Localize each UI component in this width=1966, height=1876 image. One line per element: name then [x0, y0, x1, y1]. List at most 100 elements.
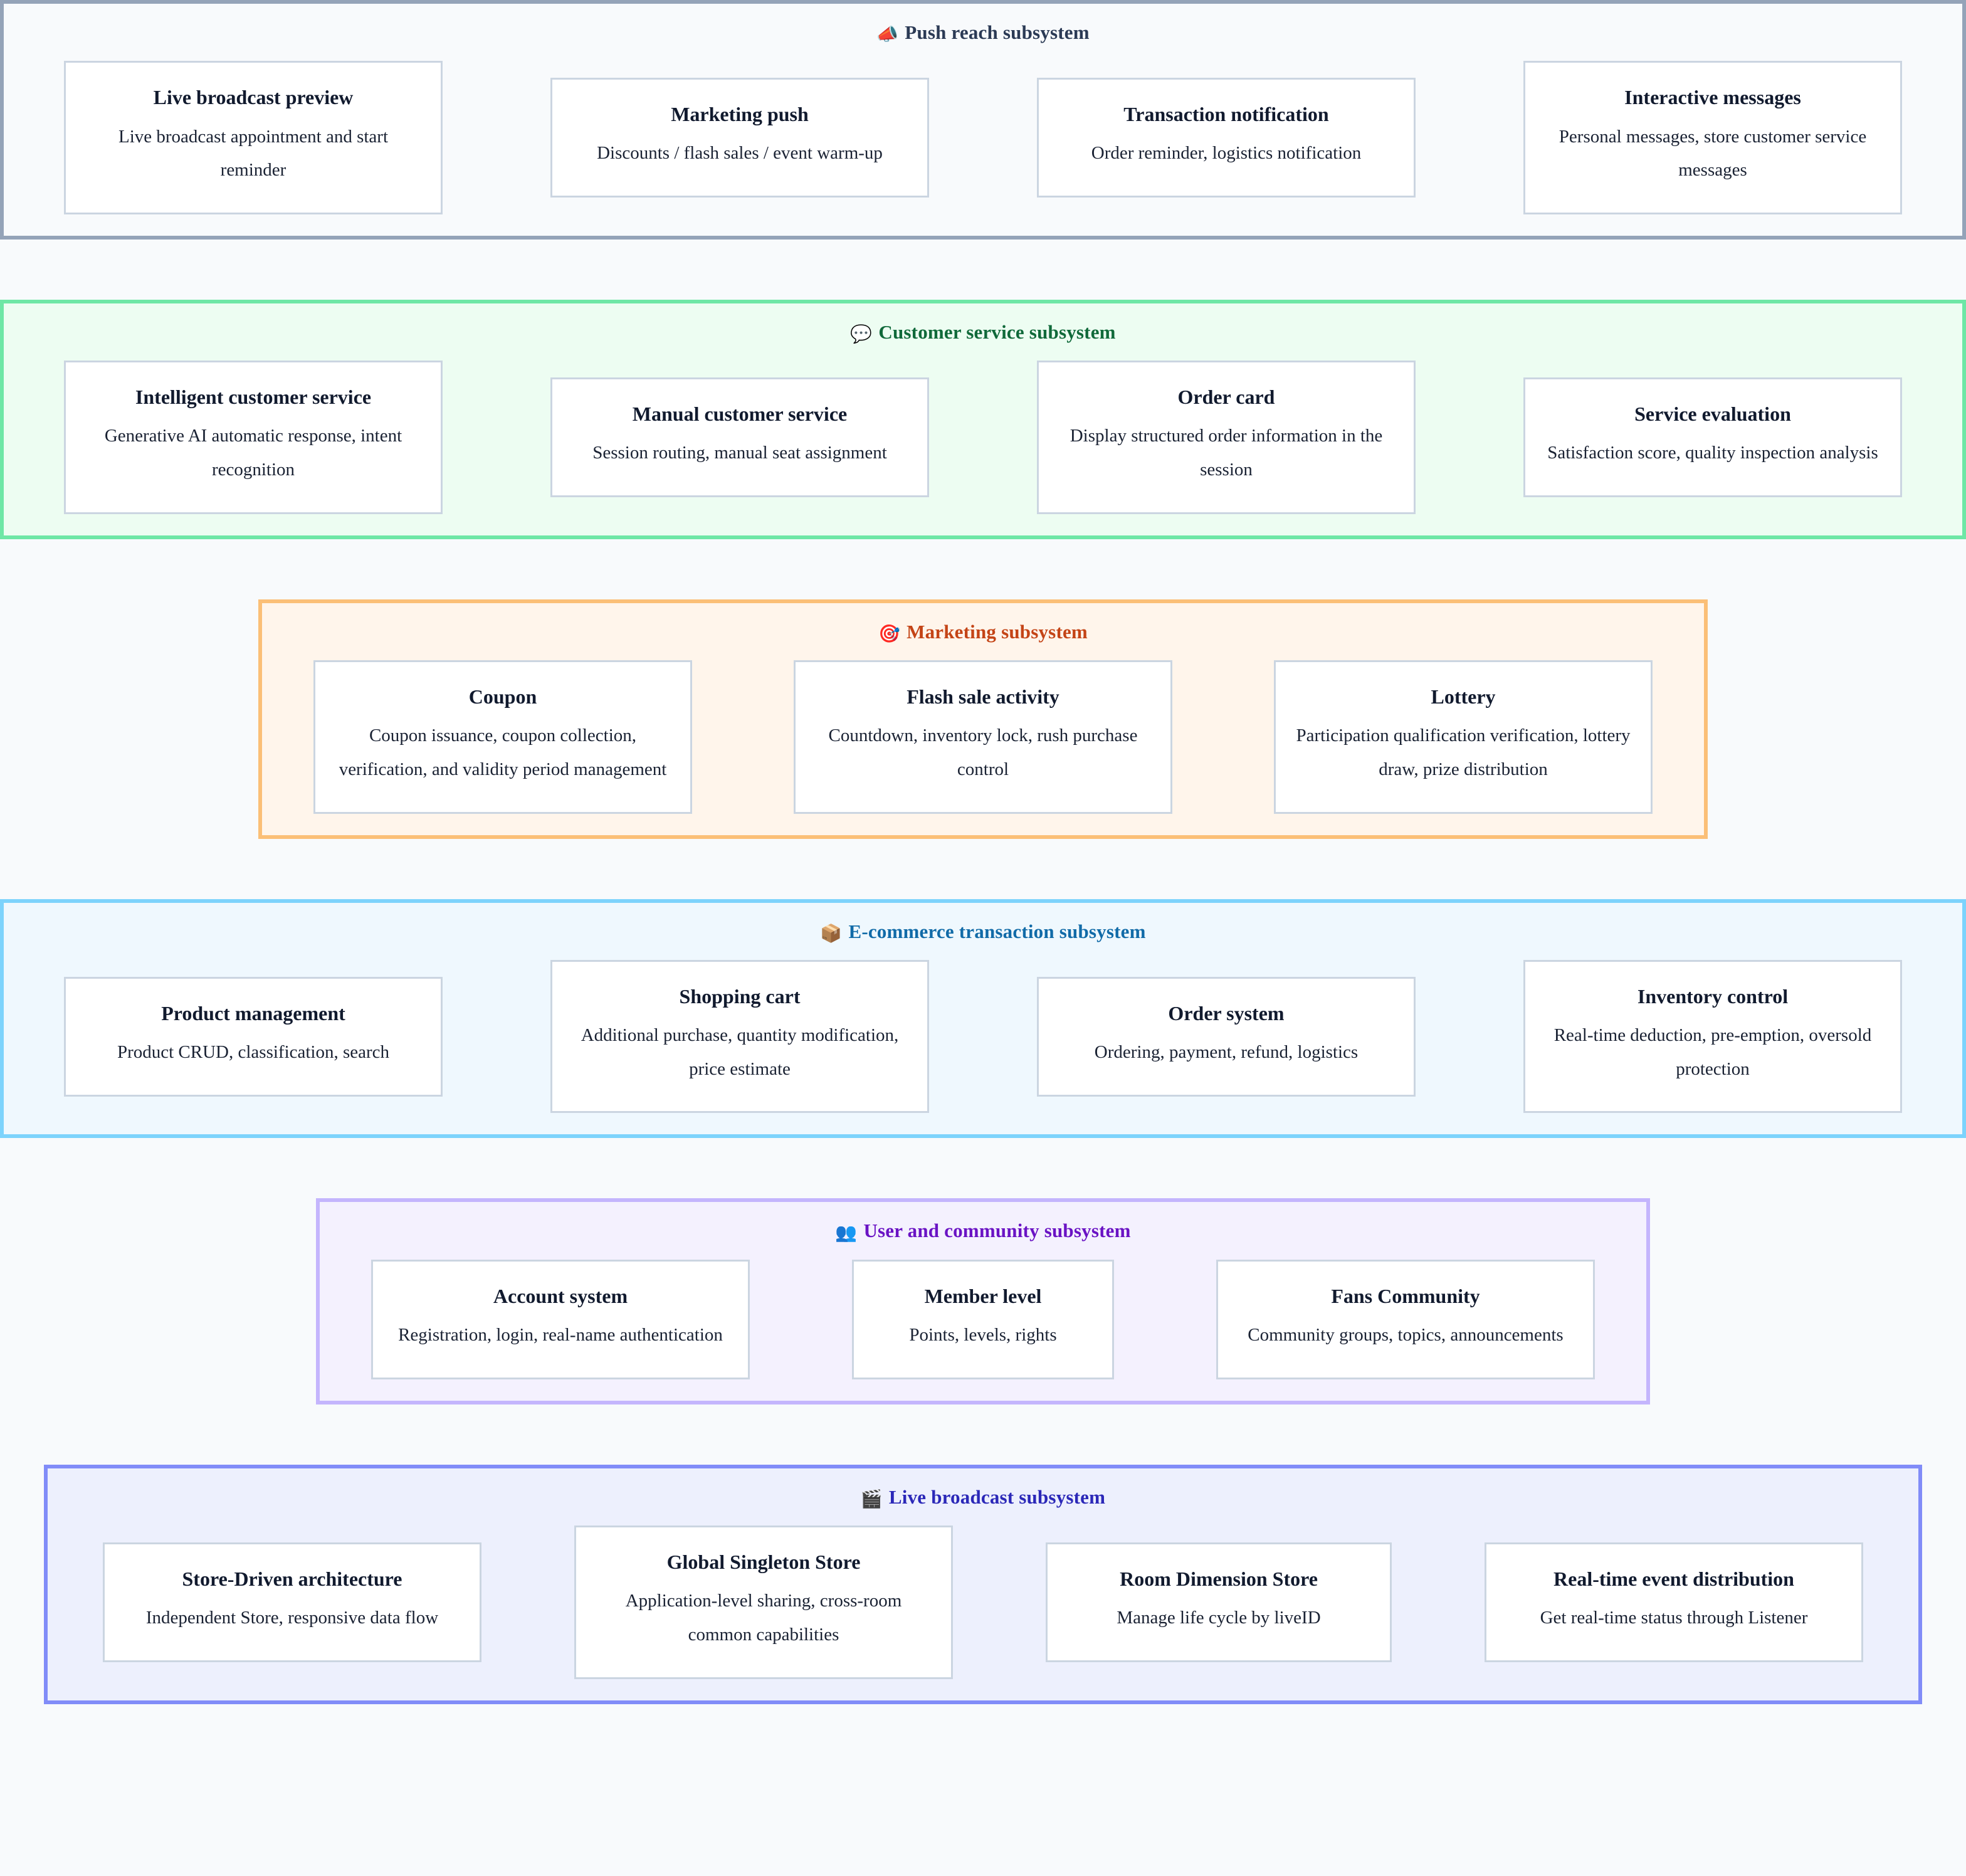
card-title: Global Singleton Store [666, 1551, 861, 1574]
card-description: Real-time deduction, pre-emption, overso… [1553, 1025, 1872, 1079]
card-title: Interactive messages [1624, 86, 1801, 109]
card-description: Ordering, payment, refund, logistics [1094, 1041, 1359, 1062]
card-description: Community groups, topics, announcements [1248, 1325, 1564, 1346]
section-gap [0, 1404, 1966, 1465]
card-title: Account system [493, 1284, 628, 1307]
section-title-ecommerce-transaction: 📦E-commerce transaction subsystem [4, 919, 1962, 945]
dart-target-icon: 🎯 [878, 623, 901, 644]
card-title: Service evaluation [1634, 403, 1791, 426]
card-title: Marketing push [671, 103, 809, 126]
package-box-icon: 📦 [820, 922, 843, 944]
card-description: Personal messages, store customer servic… [1559, 126, 1867, 181]
card-title: Shopping cart [679, 984, 801, 1008]
card-description: Session routing, manual seat assignment [592, 443, 887, 463]
card-description: Generative AI automatic response, intent… [104, 426, 402, 480]
section-title-user-community: 👥User and community subsystem [320, 1218, 1646, 1244]
section-gap [0, 1138, 1966, 1198]
card-title: Coupon [468, 685, 537, 709]
card-title: Inventory control [1637, 984, 1789, 1008]
card-title: Product management [161, 1001, 345, 1025]
card-title: Lottery [1431, 685, 1496, 709]
clapper-board-icon: 🎬 [860, 1488, 883, 1509]
section-gap [0, 240, 1966, 300]
card-description: Application-level sharing, cross-room co… [625, 1591, 902, 1645]
section-title-live-broadcast: 🎬Live broadcast subsystem [48, 1485, 1918, 1510]
card-title: Real-time event distribution [1553, 1567, 1794, 1590]
card-title: Store-Driven architecture [182, 1567, 402, 1590]
card-description: Discounts / flash sales / event warm-up [597, 143, 883, 164]
card-description: Coupon issuance, coupon collection, veri… [339, 725, 667, 779]
card-description: Order reminder, logistics notification [1091, 143, 1362, 164]
busts-in-silhouette-icon: 👥 [835, 1222, 858, 1243]
card-title: Manual customer service [632, 403, 848, 426]
section-title-label: Push reach subsystem [905, 21, 1090, 43]
section-title-label: Customer service subsystem [878, 320, 1116, 343]
card-description: Live broadcast appointment and start rem… [118, 126, 389, 181]
card-description: Registration, login, real-name authentic… [398, 1325, 723, 1346]
card-title: Fans Community [1331, 1284, 1480, 1307]
megaphone-icon: 📣 [876, 24, 899, 45]
card-title: Live broadcast preview [153, 86, 354, 109]
card-title: Room Dimension Store [1120, 1567, 1318, 1590]
section-title-customer-service: 💬Customer service subsystem [4, 320, 1962, 345]
speech-balloon-icon: 💬 [850, 323, 873, 344]
card-description: Additional purchase, quantity modificati… [581, 1025, 899, 1079]
card-title: Intelligent customer service [135, 386, 372, 409]
card-description: Get real-time status through Listener [1540, 1608, 1808, 1628]
section-title-label: Live broadcast subsystem [888, 1485, 1106, 1508]
section-title-label: E-commerce transaction subsystem [848, 920, 1146, 942]
section-title-label: Marketing subsystem [907, 620, 1088, 643]
card-description: Satisfaction score, quality inspection a… [1547, 443, 1878, 463]
section-title-label: User and community subsystem [863, 1220, 1131, 1242]
section-gap [0, 839, 1966, 899]
card-description: Points, levels, rights [909, 1325, 1057, 1346]
section-gap [0, 539, 1966, 599]
card-description: Manage life cycle by liveID [1117, 1608, 1321, 1628]
section-title-push-reach: 📣 Push reach subsystem [4, 20, 1962, 46]
card-description: Product CRUD, classification, search [117, 1041, 390, 1062]
section-title-marketing: 🎯 Marketing subsystem [262, 619, 1704, 645]
card-description: Display structured order information in … [1070, 426, 1383, 480]
card-description: Participation qualification verification… [1296, 725, 1631, 779]
card-title: Transaction notification [1123, 103, 1329, 126]
card-title: Order card [1177, 386, 1275, 409]
card-description: Countdown, inventory lock, rush purchase… [828, 725, 1138, 779]
card-title: Order system [1168, 1001, 1285, 1025]
card-description: Independent Store, responsive data flow [145, 1608, 439, 1628]
card-title: Member level [924, 1284, 1042, 1307]
